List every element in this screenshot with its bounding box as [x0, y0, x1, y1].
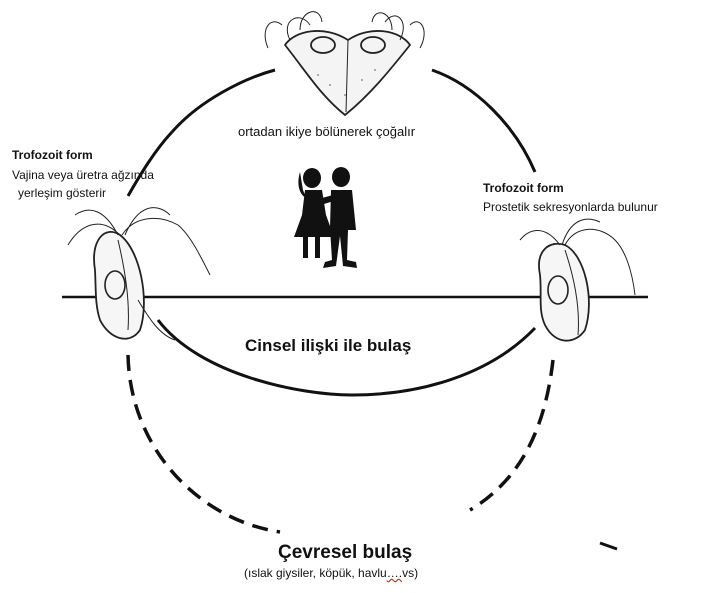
environmental-transmission-arc-right	[470, 360, 553, 510]
upper-cycle-arc	[172, 70, 275, 132]
dividing-organism-icon	[265, 12, 424, 115]
sexual-transmission-label: Cinsel ilişki ile bulaş	[245, 335, 411, 357]
examples-prefix: (ıslak giysiler, köpük, havlu	[244, 566, 387, 580]
sexual-transmission-arc	[158, 320, 535, 395]
upper-cycle-arc-right	[432, 70, 535, 172]
arrow-tick	[600, 543, 617, 549]
left-trophozoite-title: Trofozoit form	[12, 148, 93, 164]
right-trophozoite-title: Trofozoit form	[483, 181, 564, 197]
top-caption: ortadan ikiye bölünerek çoğalır	[238, 124, 415, 141]
environmental-transmission-examples: (ıslak giysiler, köpük, havlu….vs)	[244, 566, 418, 582]
examples-ellipsis: ….	[387, 566, 402, 580]
environmental-transmission-title: Çevresel bulaş	[278, 541, 412, 566]
trichomonas-organism-icon-right	[520, 219, 635, 341]
examples-suffix: vs)	[402, 566, 418, 580]
left-cycle-arc	[128, 132, 172, 196]
left-trophozoite-line1: Vajina veya üretra ağzında	[12, 168, 154, 184]
couple-icon	[294, 167, 357, 268]
trichomonas-organism-icon	[68, 208, 210, 340]
right-trophozoite-line1: Prostetik sekresyonlarda bulunur	[483, 200, 658, 216]
left-trophozoite-line2: yerleşim gösterir	[18, 186, 106, 202]
